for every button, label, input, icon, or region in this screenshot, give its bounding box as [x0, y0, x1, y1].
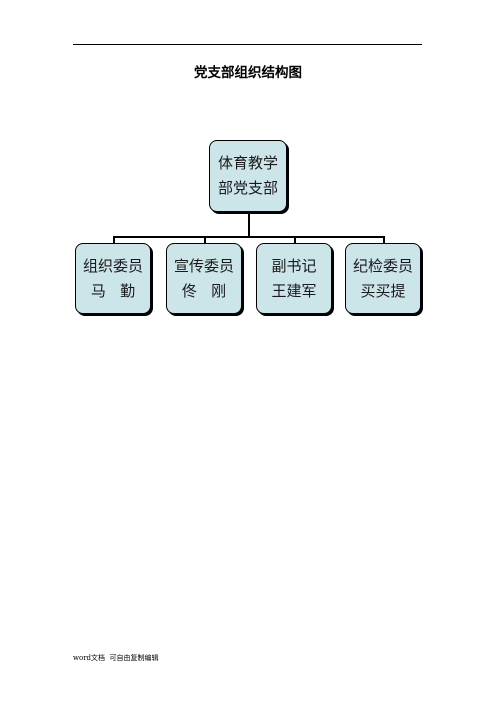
org-node-root: 体育教学 部党支部 [209, 140, 287, 212]
connector-branch [383, 236, 385, 244]
node-role: 纪检委员 [352, 256, 413, 275]
org-node-organization-member: 组织委员 马 勤 [75, 243, 151, 314]
node-person: 马 勤 [90, 281, 136, 300]
org-node-discipline-member: 纪检委员 买买提 [345, 243, 421, 314]
node-person: 买买提 [360, 281, 406, 300]
connector-branch [113, 236, 115, 244]
node-person: 王建军 [271, 281, 317, 300]
node-role: 宣传委员 [173, 256, 234, 275]
connector-trunk [248, 212, 250, 237]
node-role: 副书记 [271, 256, 317, 275]
page-title: 党支部组织结构图 [194, 65, 302, 81]
connector-bus [113, 236, 384, 238]
footer-note: word文档 可自由复制编辑 [73, 654, 159, 662]
root-node-line-1: 体育教学 [217, 154, 278, 172]
node-person: 佟 刚 [181, 281, 227, 300]
root-node-line-2: 部党支部 [217, 179, 278, 197]
connector-branch [294, 236, 296, 244]
node-role: 组织委员 [82, 256, 143, 275]
connector-branch [204, 236, 206, 244]
org-node-deputy-secretary: 副书记 王建军 [256, 243, 332, 314]
header-rule [73, 44, 422, 45]
org-node-propaganda-member: 宣传委员 佟 刚 [166, 243, 242, 314]
